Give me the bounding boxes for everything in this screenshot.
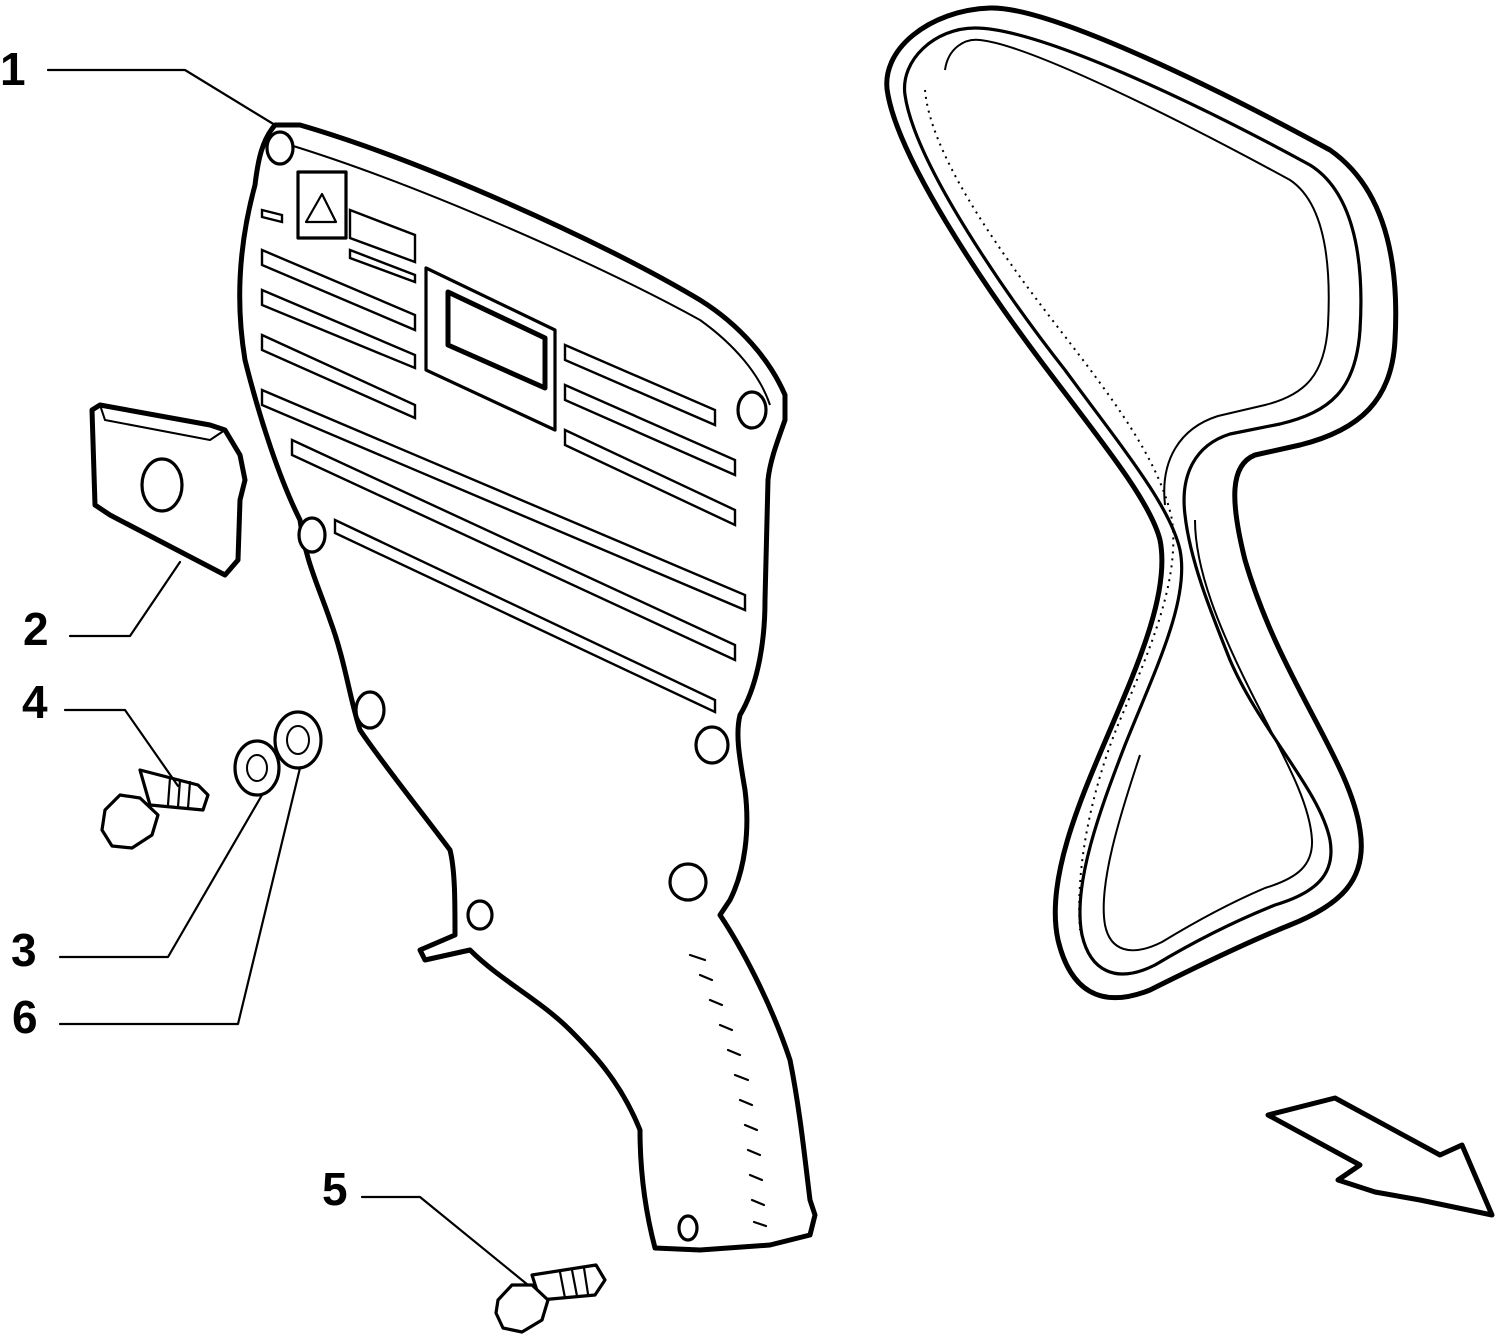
direction-arrow-icon	[1265, 1095, 1495, 1218]
callout-2: 2	[23, 603, 49, 655]
bolt-part-5	[494, 1263, 607, 1334]
timing-belt	[884, 5, 1399, 1001]
warning-label-box	[296, 170, 348, 240]
leader-lines	[46, 68, 530, 1287]
leader-line-5	[360, 1195, 530, 1287]
timing-belt-cover	[237, 122, 818, 1253]
leader-line-4	[63, 708, 180, 788]
callout-4: 4	[22, 676, 48, 728]
bolt-part-4	[100, 768, 210, 850]
rubber-spacer-part	[89, 402, 248, 578]
callout-1: 1	[0, 43, 26, 95]
callout-6: 6	[12, 991, 38, 1043]
callout-3: 3	[11, 924, 37, 976]
callout-5: 5	[322, 1163, 348, 1215]
warning-triangle-icon	[304, 192, 338, 224]
mounting-bosses	[265, 130, 768, 1242]
flat-washer-part-6	[273, 710, 323, 770]
timing-scale-marks	[688, 953, 768, 1228]
leader-line-2	[68, 560, 182, 638]
spring-washer-part-3	[233, 739, 281, 797]
leader-line-3	[58, 793, 264, 959]
leader-line-1	[46, 68, 277, 127]
leader-line-6	[58, 766, 302, 1026]
cover-ribs	[260, 208, 747, 714]
